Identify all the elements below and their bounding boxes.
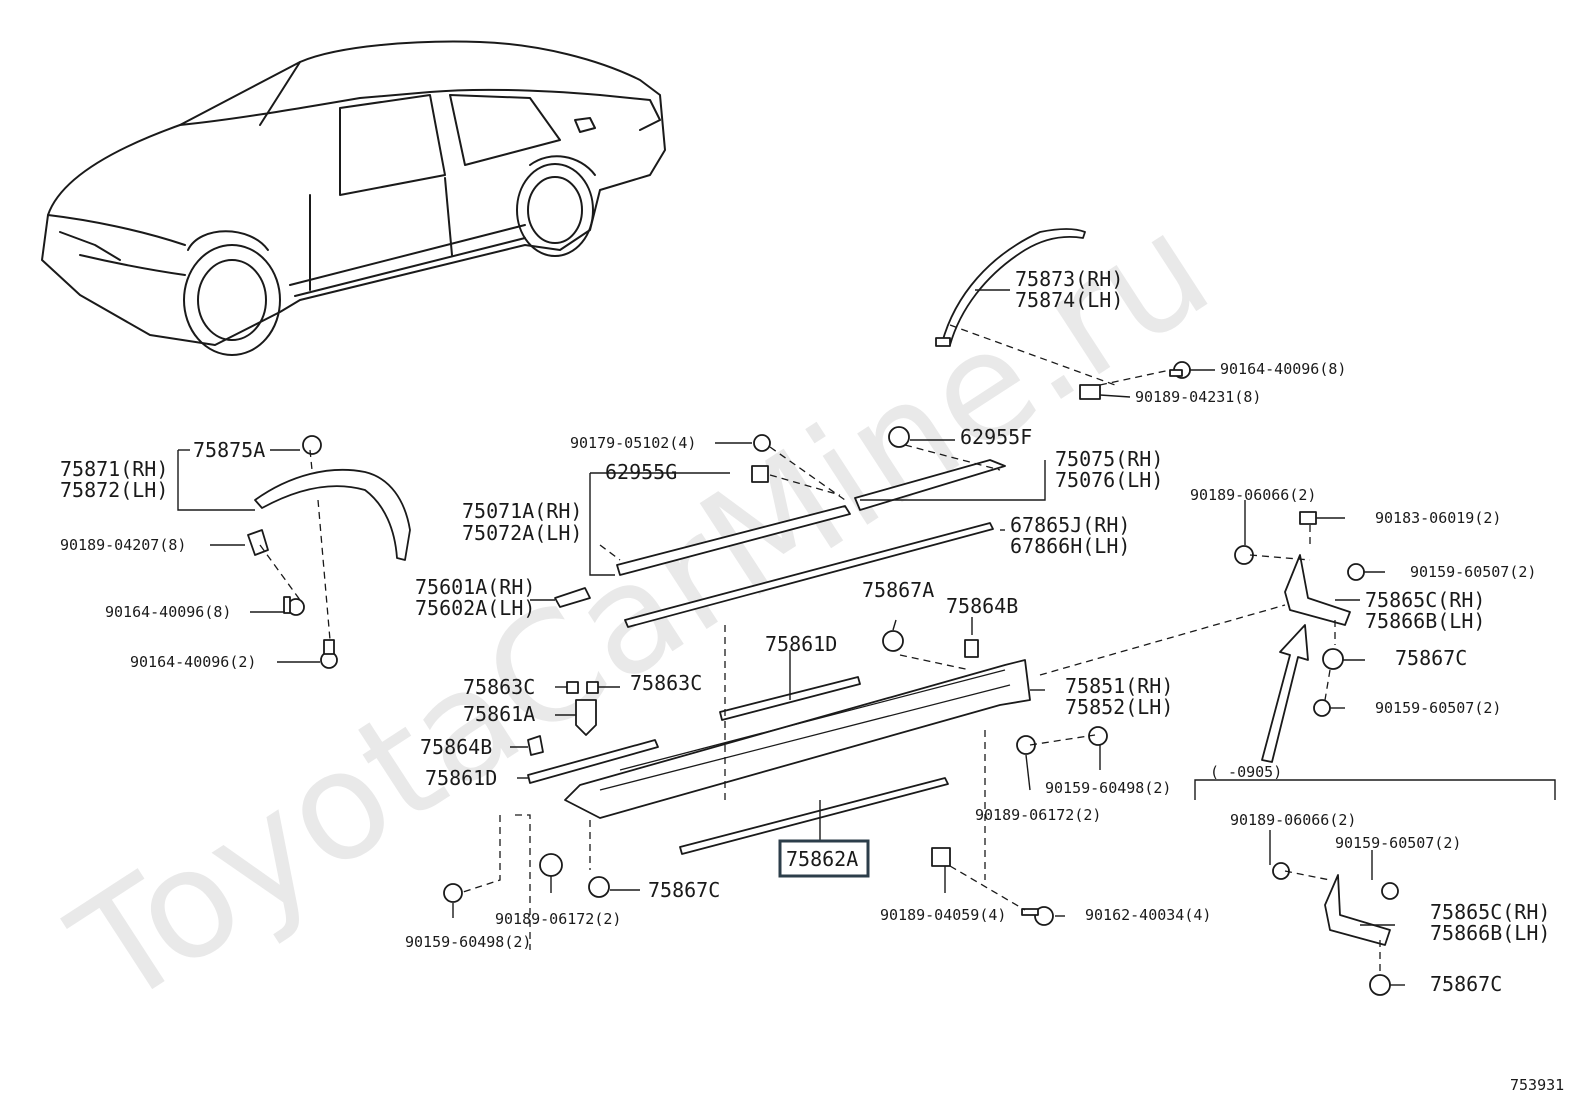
car-illustration (41, 40, 666, 356)
label-90189-04059: 90189-04059(4) (880, 906, 1006, 924)
label-75874: 75874(LH) (1015, 288, 1123, 312)
label-90189-06172-left: 90189-06172(2) (495, 910, 621, 928)
label-75851: 75851(RH) (1065, 674, 1173, 698)
label-75865C-bot: 75865C(RH) (1430, 900, 1550, 924)
label-90189-04231: 90189-04231(8) (1135, 388, 1261, 406)
label-75861D-left: 75861D (425, 766, 497, 790)
door-moulding-rear (854, 459, 1006, 511)
label-75071A: 75071A(RH) (462, 499, 582, 523)
label-90189-06066-top: 90189-06066(2) (1190, 486, 1316, 504)
label-90179-05102: 90179-05102(4) (570, 434, 696, 452)
clip-75864B-left (527, 735, 544, 756)
label-90159-60507-mid: 90159-60507(2) (1375, 699, 1501, 717)
label-75863C-right: 75863C (630, 671, 702, 695)
label-75852: 75852(LH) (1065, 695, 1173, 719)
label-75867C-mid: 75867C (648, 878, 720, 902)
label-90183-06019: 90183-06019(2) (1375, 509, 1501, 527)
label-90189-06066-bot: 90189-06066(2) (1230, 811, 1356, 829)
clip-75863C-a (566, 681, 579, 694)
label-75875A: 75875A (193, 438, 265, 462)
clip-75864B-top (964, 639, 979, 658)
fastener-group (247, 361, 1399, 996)
label-range-note: ( -0905) (1210, 763, 1282, 781)
label-62955G: 62955G (605, 460, 677, 484)
part-labels: 75873(RH) 75874(LH) 90164-40096(8) 90189… (60, 267, 1564, 1094)
front-arch-moulding (254, 468, 411, 561)
label-75865C-top: 75865C(RH) (1365, 588, 1485, 612)
label-67866H: 67866H(LH) (1010, 534, 1130, 558)
label-75864B-left: 75864B (420, 735, 492, 759)
bracket-top (1284, 554, 1351, 626)
label-75075: 75075(RH) (1055, 447, 1163, 471)
label-75867A: 75867A (862, 578, 934, 602)
label-75866B-bot: 75866B(LH) (1430, 921, 1550, 945)
label-75602A: 75602A(LH) (415, 596, 535, 620)
label-75866B-top: 75866B(LH) (1365, 609, 1485, 633)
label-90189-06172-mid: 90189-06172(2) (975, 806, 1101, 824)
label-90159-60507-bot: 90159-60507(2) (1335, 834, 1461, 852)
label-90164-40096-2: 90164-40096(2) (130, 653, 256, 671)
label-90162-40034: 90162-40034(4) (1085, 906, 1211, 924)
arch-clip-tab (935, 337, 951, 347)
label-67865J: 67865J(RH) (1010, 513, 1130, 537)
label-75863C-left: 75863C (463, 675, 535, 699)
label-75861D-top: 75861D (765, 632, 837, 656)
clip-75861A (575, 699, 597, 736)
clip-75863C-b (586, 681, 599, 694)
direction-arrow (1261, 624, 1309, 763)
label-62955F: 62955F (960, 425, 1032, 449)
highlight-box-75862A (778, 839, 870, 878)
rocker-end-piece (554, 587, 591, 608)
label-75076: 75076(LH) (1055, 468, 1163, 492)
label-75867C-bot: 75867C (1430, 972, 1502, 996)
label-90159-60498-mid: 90159-60498(2) (1045, 779, 1171, 797)
strip-75862A (679, 777, 949, 855)
diagram-id: 753931 (1510, 1076, 1564, 1094)
label-75864B-top: 75864B (946, 594, 1018, 618)
assembly-lines (259, 324, 1381, 975)
label-75861A: 75861A (463, 702, 535, 726)
door-moulding-front (616, 505, 851, 576)
label-75871: 75871(RH) (60, 457, 168, 481)
label-90164-40096-8-left: 90164-40096(8) (105, 603, 231, 621)
leader-lines (177, 289, 1556, 986)
label-75601A: 75601A(RH) (415, 575, 535, 599)
label-75873: 75873(RH) (1015, 267, 1123, 291)
bracket-bottom (1324, 874, 1391, 946)
label-75862A: 75862A (786, 847, 858, 871)
belt-strip (624, 522, 994, 628)
label-75872: 75872(LH) (60, 478, 168, 502)
label-90164-40096-8-top: 90164-40096(8) (1220, 360, 1346, 378)
label-75867C-right: 75867C (1395, 646, 1467, 670)
lower-strip-75861D (527, 739, 659, 784)
label-90189-04207: 90189-04207(8) (60, 536, 186, 554)
label-90159-60507-top: 90159-60507(2) (1410, 563, 1536, 581)
label-90159-60498-left: 90159-60498(2) (405, 933, 531, 951)
label-75072A: 75072A(LH) (462, 521, 582, 545)
